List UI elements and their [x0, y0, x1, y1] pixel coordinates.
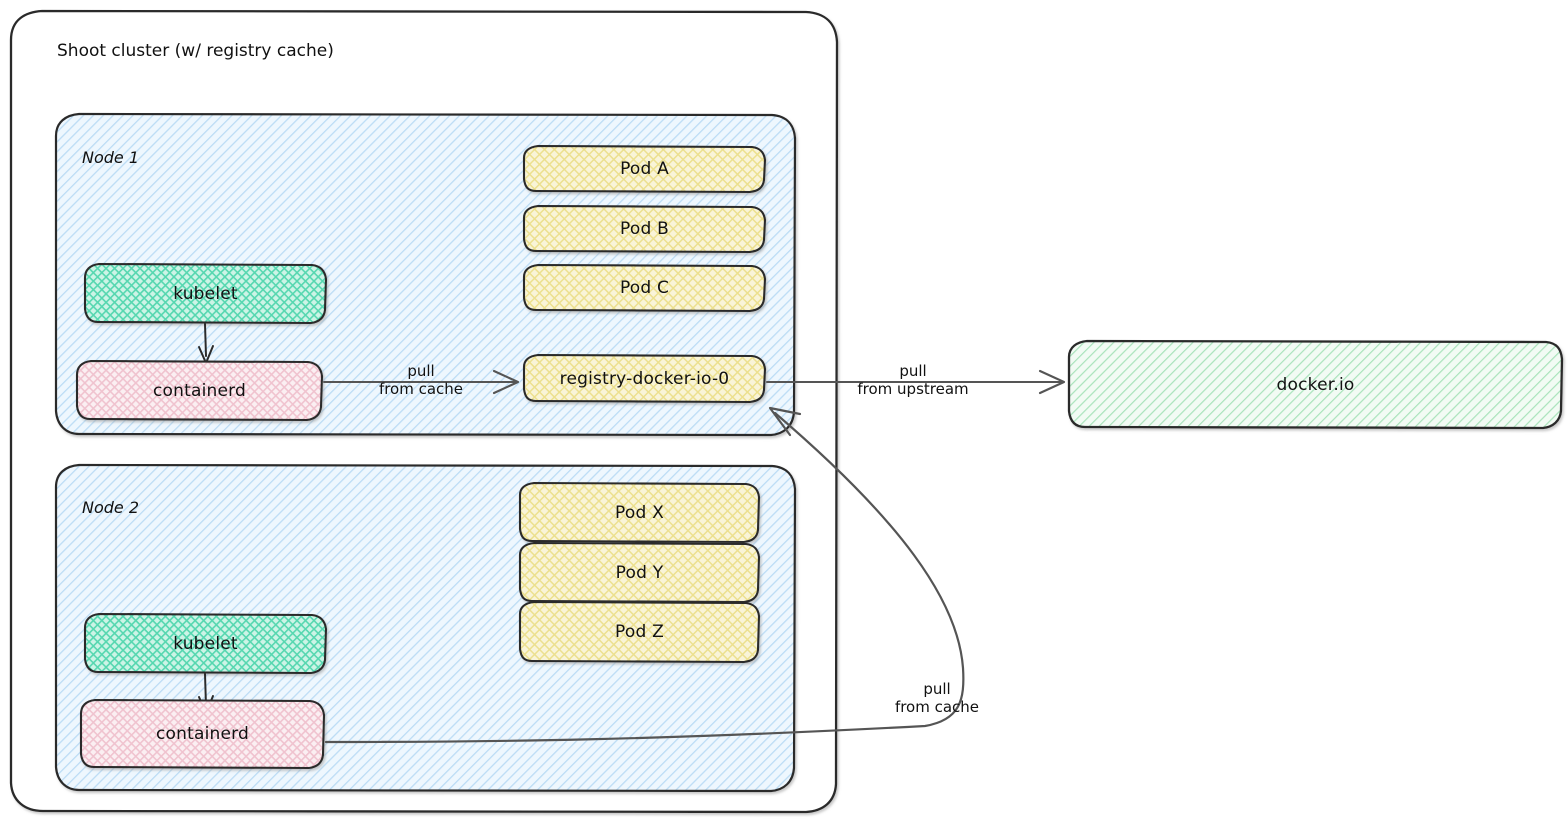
- kubelet-2-label: kubelet: [173, 633, 238, 654]
- edge-label-line-2: from upstream: [857, 380, 969, 399]
- shoot-cluster-title: Shoot cluster (w/ registry cache): [57, 41, 334, 61]
- node-1-title: Node 1: [82, 148, 140, 167]
- pod-b-outline: [522, 204, 767, 254]
- edge-label-pull-from-upstream: pull from upstream: [833, 362, 993, 399]
- kubelet-2-outline: [83, 612, 328, 675]
- containerd-2-label: containerd: [155, 724, 250, 744]
- pod-z-outline: [518, 600, 761, 664]
- pod-b-box: [522, 204, 767, 254]
- containerd-1-label: containerd: [152, 380, 247, 401]
- registry-cache-label: registry-docker-io-0: [559, 368, 730, 389]
- containerd-1-outline: [75, 359, 324, 422]
- edge-label-line-2: from cache: [894, 698, 980, 717]
- containerd-2-outline: [79, 698, 326, 770]
- pod-z-box: [518, 600, 761, 664]
- edge-label-pull-from-cache-node1: pull from cache: [356, 362, 486, 399]
- containerd-1-box: [75, 359, 324, 422]
- pod-a-label: Pod A: [620, 159, 669, 179]
- pod-y-outline: [518, 541, 761, 604]
- pod-y-box: [518, 541, 761, 604]
- pod-c-label: Pod C: [619, 278, 670, 298]
- pod-b-label: Pod B: [620, 219, 669, 239]
- docker-io-box: [1067, 339, 1564, 430]
- edge-label-pull-from-cache-node2: pull from cache: [878, 680, 996, 717]
- edge-label-line-1: pull: [899, 362, 927, 380]
- pod-x-outline: [518, 481, 761, 544]
- kubelet-2-box: [83, 612, 328, 675]
- docker-io-label: docker.io: [1276, 374, 1355, 395]
- edge-containerd1-to-cache: [322, 369, 520, 395]
- pod-y-label: Pod Y: [615, 562, 664, 583]
- pod-c-outline: [522, 263, 767, 313]
- pod-a-box: [522, 144, 767, 194]
- pod-a-outline: [522, 144, 767, 194]
- kubelet-1-outline: [83, 262, 328, 325]
- registry-cache-box: [522, 353, 767, 404]
- kubelet-1-label: kubelet: [173, 283, 238, 304]
- registry-cache-outline: [522, 353, 767, 404]
- pod-c-box: [522, 263, 767, 313]
- edge-containerd2-to-cache: [324, 406, 965, 744]
- pod-z-label: Pod Z: [615, 622, 664, 642]
- pod-x-label: Pod X: [615, 502, 664, 523]
- pod-x-box: [518, 481, 761, 544]
- kubelet-1-box: [83, 262, 328, 325]
- edge-label-line-2: from cache: [378, 380, 464, 399]
- docker-io-outline: [1067, 339, 1564, 430]
- edge-label-line-1: pull: [407, 362, 435, 380]
- node-2-title: Node 2: [82, 498, 140, 517]
- edge-cache-to-upstream: [765, 369, 1066, 395]
- edge-label-line-1: pull: [923, 680, 951, 698]
- containerd-2-box: [79, 698, 326, 770]
